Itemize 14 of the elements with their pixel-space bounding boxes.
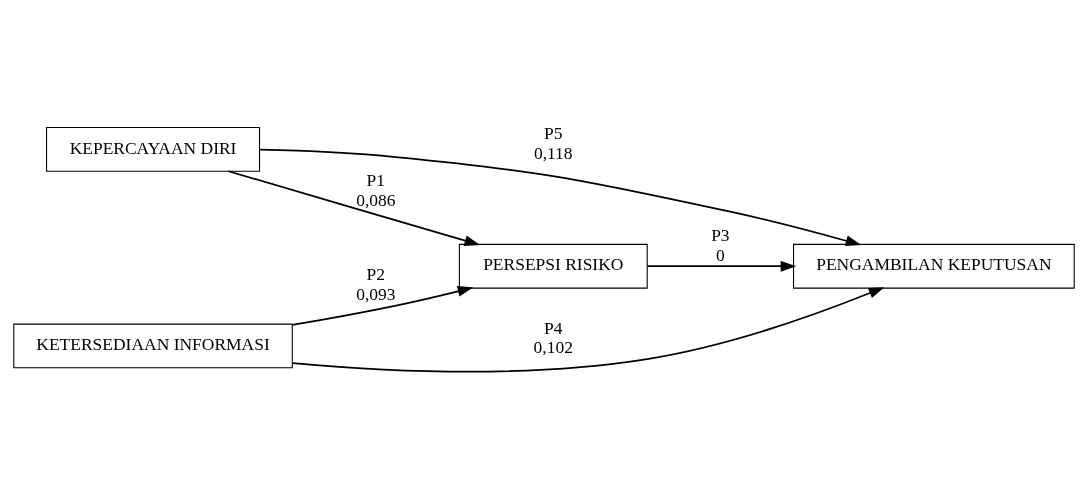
node-box: PERSEPSI RISIKO [458, 243, 648, 289]
edge-label: P4 0,102 [533, 317, 573, 358]
node-box: KEPERCAYAAN DIRI [46, 127, 261, 172]
arrow [227, 170, 480, 246]
arrow [291, 287, 885, 373]
edge-label: P5 0,118 [533, 123, 573, 163]
arrow [646, 260, 797, 272]
arrow [291, 285, 474, 326]
node-box: KETERSEDIAAN INFORMASI [13, 323, 293, 369]
edge-label: P2 0,093 [356, 264, 396, 304]
edge-label: P3 0 [711, 224, 730, 265]
node-box: PENGAMBILAN KEPUTUSAN [793, 243, 1075, 289]
edge-label: P1 0,086 [356, 170, 396, 210]
arrow [258, 148, 862, 247]
